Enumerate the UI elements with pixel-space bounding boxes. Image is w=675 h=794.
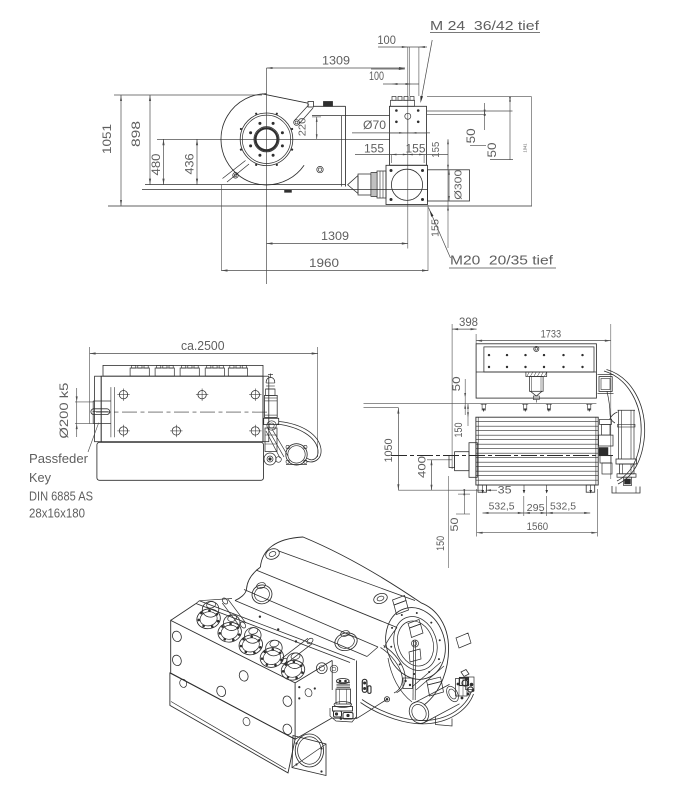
- svg-text:898: 898: [129, 121, 143, 147]
- svg-text:Passfeder: Passfeder: [29, 451, 89, 466]
- svg-text:398: 398: [459, 315, 478, 329]
- svg-text:100: 100: [369, 69, 384, 83]
- svg-text:155: 155: [430, 219, 442, 237]
- svg-text:50: 50: [464, 128, 478, 143]
- svg-text:1960: 1960: [309, 256, 339, 270]
- svg-text:436: 436: [183, 153, 197, 174]
- svg-text:150: 150: [435, 536, 447, 551]
- svg-text:ca.2500: ca.2500: [181, 339, 225, 353]
- svg-text:50: 50: [485, 142, 499, 157]
- svg-text:Ø300: Ø300: [453, 170, 465, 200]
- svg-text:155: 155: [364, 142, 384, 156]
- svg-text:M 24 36/42 tief: M 24 36/42 tief: [430, 19, 540, 33]
- svg-text:1309: 1309: [321, 229, 349, 243]
- svg-text:100: 100: [377, 33, 396, 47]
- svg-text:DIN 6885 AS: DIN 6885 AS: [29, 489, 93, 504]
- svg-text:480: 480: [149, 153, 163, 175]
- svg-text:Ø200 k5: Ø200 k5: [57, 382, 71, 438]
- svg-text:1941: 1941: [523, 143, 528, 152]
- svg-text:Ø70: Ø70: [363, 118, 386, 132]
- svg-text:400: 400: [416, 456, 428, 478]
- svg-text:28x16x180: 28x16x180: [29, 506, 85, 521]
- svg-text:35: 35: [498, 485, 512, 497]
- svg-text:1050: 1050: [383, 439, 395, 463]
- svg-text:M20 20/35 tief: M20 20/35 tief: [450, 254, 554, 268]
- svg-text:295: 295: [527, 502, 545, 514]
- svg-text:532,5: 532,5: [550, 501, 576, 513]
- svg-text:1309: 1309: [322, 54, 350, 68]
- svg-text:1733: 1733: [541, 329, 562, 341]
- svg-text:155: 155: [430, 142, 442, 158]
- svg-text:150: 150: [453, 423, 465, 438]
- svg-text:50: 50: [451, 376, 463, 391]
- svg-text:532,5: 532,5: [489, 501, 515, 513]
- svg-text:155: 155: [406, 142, 426, 156]
- svg-text:Key: Key: [29, 470, 51, 485]
- svg-text:1560: 1560: [527, 521, 549, 533]
- svg-text:50: 50: [449, 518, 461, 532]
- svg-text:1051: 1051: [100, 124, 114, 154]
